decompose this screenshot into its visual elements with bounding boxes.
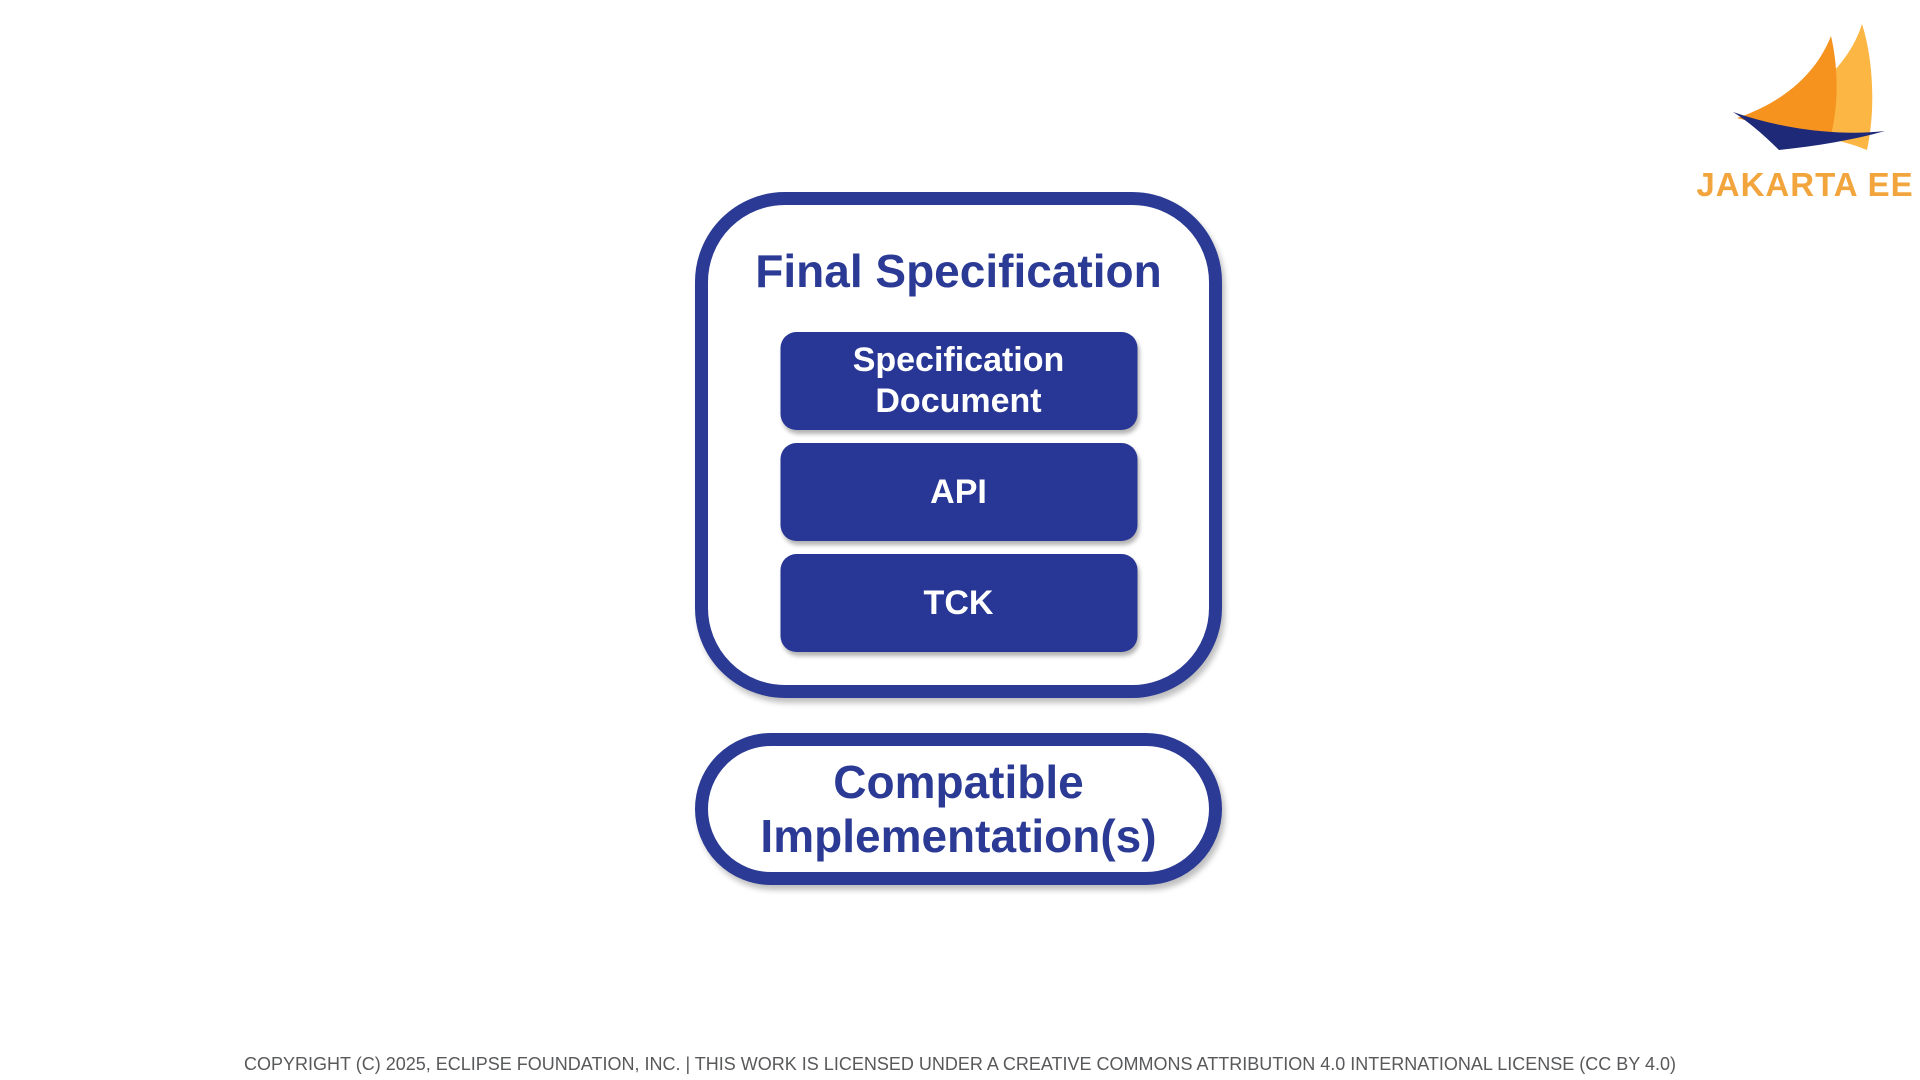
jakarta-ee-sailboat-icon bbox=[1733, 24, 1885, 150]
tck-box: TCK bbox=[780, 554, 1137, 652]
final-specification-title: Final Specification bbox=[755, 245, 1162, 297]
api-box: API bbox=[780, 443, 1137, 541]
jakarta-ee-wordmark: JAKARTA EE bbox=[1696, 166, 1914, 203]
final-specification-container: Final Specification Specification Docume… bbox=[695, 192, 1222, 698]
specification-document-box: Specification Document bbox=[780, 332, 1137, 430]
jakarta-ee-logo: JAKARTA EE bbox=[1696, 6, 1913, 204]
final-specification-stack: Specification Document API TCK bbox=[780, 332, 1137, 652]
sail-dark-shape bbox=[1737, 36, 1837, 135]
hull-shape bbox=[1733, 112, 1885, 150]
compatible-implementations-pill: Compatible Implementation(s) bbox=[695, 733, 1222, 885]
copyright-footer: COPYRIGHT (C) 2025, ECLIPSE FOUNDATION, … bbox=[244, 1054, 1676, 1074]
